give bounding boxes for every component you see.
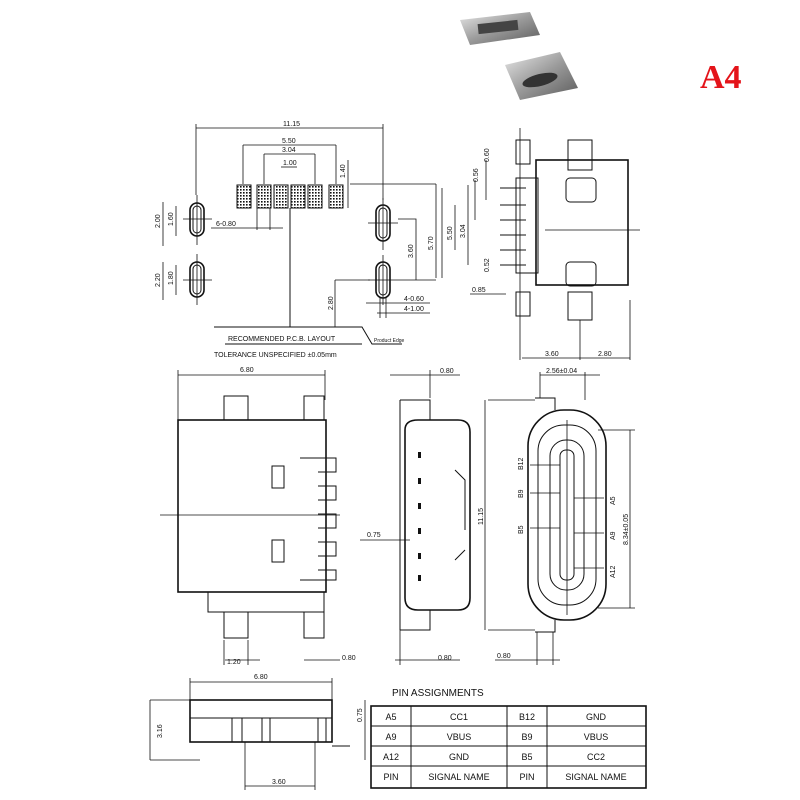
dim-slot1-outer: 2.00 xyxy=(155,214,162,228)
dim-end-bottom: 0.80 xyxy=(497,653,511,660)
dim-front-pin-width: 1.20 xyxy=(227,659,241,666)
dim-slot1-inner: 1.60 xyxy=(168,212,175,226)
dim-top-d4: 3.04 xyxy=(460,224,467,238)
dim-front-pin-offset: 0.80 xyxy=(342,655,356,662)
dim-slot2-outer: 2.20 xyxy=(155,273,162,287)
dim-top-d5: 0.52 xyxy=(484,258,491,272)
pin-cell: A12 xyxy=(383,752,399,762)
dim-slot2-inner: 1.80 xyxy=(168,271,175,285)
dim-front-width: 6.80 xyxy=(240,367,254,374)
pin-label-b12: B12 xyxy=(518,457,525,470)
dim-pad-width: 6-0.80 xyxy=(216,221,236,228)
dim-bottom-height: 3.16 xyxy=(157,724,164,738)
dim-side-bottom: 0.80 xyxy=(438,655,452,662)
dim-top-d1: 0.60 xyxy=(484,148,491,162)
dim-pitch: 1.00 xyxy=(283,160,297,167)
pcb-layout: 11.15 5.50 3.04 1.00 1.40 2.00 1.60 2.20… xyxy=(155,121,437,359)
dim-top-d2: 0.56 xyxy=(473,168,480,182)
front-view: 6.80 1.20 0.80 xyxy=(160,367,356,666)
dim-bottom-width: 6.80 xyxy=(254,674,268,681)
pcb-layout-title: RECOMMENDED P.C.B. LAYOUT xyxy=(228,336,336,343)
model-label: A4 xyxy=(700,59,742,96)
pin-cell: PIN xyxy=(519,772,534,782)
pin-cell: A5 xyxy=(385,712,396,722)
signal-cell: SIGNAL NAME xyxy=(565,772,626,782)
pin-table-title: PIN ASSIGNMENTS xyxy=(392,688,484,699)
pin-label-a12: A12 xyxy=(610,565,617,578)
pin-label-a5: A5 xyxy=(610,496,617,505)
pin-cell: B5 xyxy=(521,752,532,762)
end-view: 11.15 2.56±0.04 8.34±0.05 B12 B9 B5 A5 A… xyxy=(478,368,635,665)
signal-cell: CC1 xyxy=(450,712,468,722)
product-edge-label: Product Edge xyxy=(374,338,405,344)
dim-outer-pads: 5.50 xyxy=(282,138,296,145)
dim-top-d8: 2.80 xyxy=(598,351,612,358)
pin-label-b9: B9 xyxy=(518,489,525,498)
pin-cell: PIN xyxy=(383,772,398,782)
dim-inner-pads: 3.04 xyxy=(282,147,296,154)
signal-cell: VBUS xyxy=(584,732,609,742)
dim-bottom-span: 3.60 xyxy=(272,779,286,786)
dim-side-length: 11.15 xyxy=(478,508,485,525)
signal-cell: GND xyxy=(449,752,470,762)
tolerance-note: TOLERANCE UNSPECIFIED ±0.05mm xyxy=(214,352,337,359)
dim-top-d6: 0.85 xyxy=(472,287,486,294)
pin-cell: B12 xyxy=(519,712,535,722)
dim-top-d7: 3.60 xyxy=(545,351,559,358)
dim-slot-width-outer: 4-1.00 xyxy=(404,306,424,313)
dim-side-top: 0.80 xyxy=(440,368,454,375)
dim-end-height: 8.34±0.05 xyxy=(623,514,630,545)
dim-overall: 11.15 xyxy=(283,121,300,128)
product-photo xyxy=(460,12,578,100)
pin-label-b5: B5 xyxy=(518,525,525,534)
bottom-view: 6.80 3.16 0.75 3.60 xyxy=(149,674,366,790)
dim-edge-offset: 2.80 xyxy=(328,296,335,310)
top-view: 0.60 0.56 5.50 3.04 0.52 0.85 3.60 2.80 xyxy=(441,128,640,360)
signal-cell: CC2 xyxy=(587,752,605,762)
dim-pad-height: 1.40 xyxy=(340,164,347,178)
signal-cell: GND xyxy=(586,712,607,722)
dim-bottom-pin: 0.75 xyxy=(357,708,364,722)
dim-slot-width-inner: 4-0.60 xyxy=(404,296,424,303)
signal-cell: SIGNAL NAME xyxy=(428,772,489,782)
signal-cell: VBUS xyxy=(447,732,472,742)
dim-side-pin: 0.75 xyxy=(367,532,381,539)
pin-cell: B9 xyxy=(521,732,532,742)
dim-slot-spacing: 3.60 xyxy=(408,244,415,258)
pin-label-a9: A9 xyxy=(610,531,617,540)
side-view: 0.80 0.75 0.80 xyxy=(360,368,471,665)
pin-cell: A9 xyxy=(385,732,396,742)
dim-top-d3: 5.50 xyxy=(447,226,454,240)
dim-slot-to-pad: 5.70 xyxy=(428,236,435,250)
dim-end-top: 2.56±0.04 xyxy=(546,368,577,375)
